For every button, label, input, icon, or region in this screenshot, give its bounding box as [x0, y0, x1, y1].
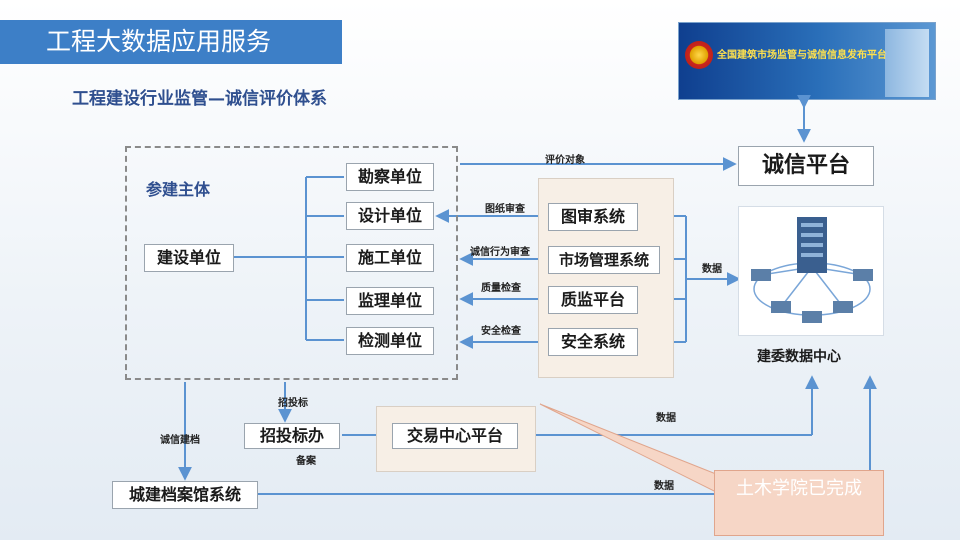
label-quality-check: 质量检查 [481, 283, 521, 294]
system-drawing-review: 图审系统 [548, 203, 638, 231]
participant-testing: 检测单位 [346, 327, 434, 355]
label-bidding-top: 招投标 [278, 398, 308, 409]
building-icon [885, 29, 929, 97]
label-drawing-review: 图纸审查 [485, 204, 525, 215]
logo-text: 全国建筑市场监管与诚信信息发布平台 [717, 50, 887, 61]
system-quality-supervision: 质监平台 [548, 286, 638, 314]
participant-survey: 勘察单位 [346, 163, 434, 191]
participants-group [125, 146, 458, 380]
page-subtitle: 工程建设行业监管—诚信评价体系 [72, 89, 327, 109]
label-safety-check: 安全检查 [481, 326, 521, 337]
participant-design: 设计单位 [346, 202, 434, 230]
page-title: 工程大数据应用服务 [0, 20, 342, 64]
label-filing: 备案 [296, 456, 316, 467]
trade-center-box: 交易中心平台 [392, 423, 518, 449]
participant-supervision: 监理单位 [346, 287, 434, 315]
callout-note: 土木学院已完成 [714, 470, 884, 536]
system-safety: 安全系统 [548, 328, 638, 356]
group-label: 参建主体 [146, 180, 211, 199]
label-credit-review: 诚信行为审查 [470, 247, 530, 258]
network-icon [751, 217, 873, 323]
participant-construction: 施工单位 [346, 244, 434, 272]
data-center-panel [738, 206, 884, 336]
label-data-3: 数据 [654, 481, 674, 492]
national-emblem-icon [685, 41, 713, 69]
construction-unit-box: 建设单位 [144, 244, 234, 272]
system-market-management: 市场管理系统 [548, 246, 660, 274]
archive-system-box: 城建档案馆系统 [112, 481, 258, 509]
data-center-label: 建委数据中心 [757, 349, 841, 365]
label-archive-build: 诚信建档 [160, 435, 200, 446]
label-data-2: 数据 [656, 413, 676, 424]
bidding-office-box: 招投标办 [244, 423, 340, 449]
label-evaluation: 评价对象 [545, 155, 585, 166]
label-data-1: 数据 [702, 264, 722, 275]
credit-platform-box: 诚信平台 [738, 146, 874, 186]
platform-logo-banner: 全国建筑市场监管与诚信信息发布平台 [678, 22, 936, 100]
